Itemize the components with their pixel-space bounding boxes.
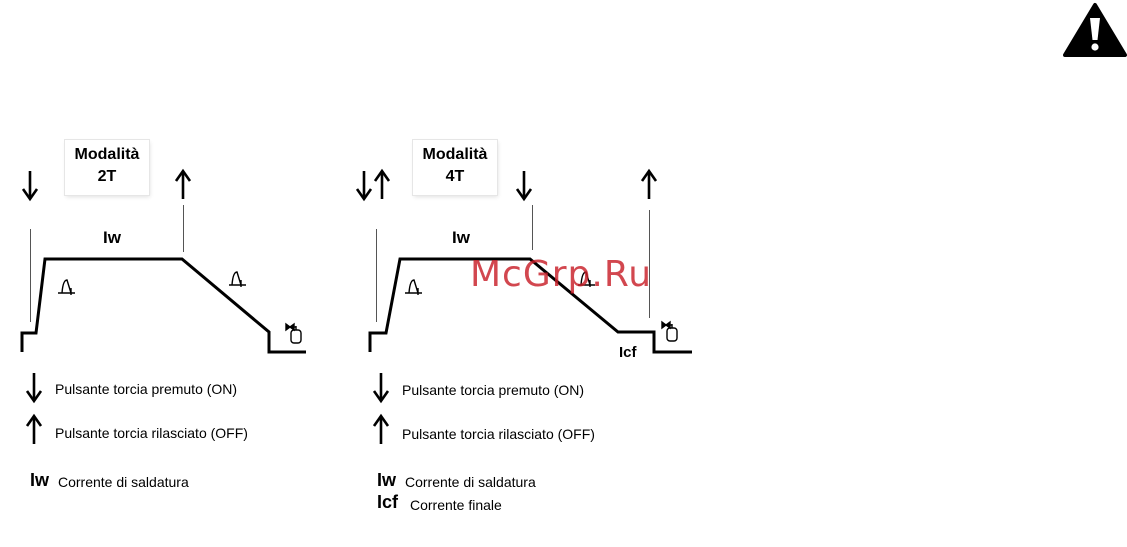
legend-released-arrow-icon: [374, 416, 388, 444]
current-profile-2t: [22, 259, 306, 352]
watermark: McGrp.Ru: [470, 254, 652, 295]
trigger-pressed-arrow-icon: [357, 171, 371, 199]
final-current-label: Icf: [619, 344, 637, 361]
legend-pressed-arrow-icon: [374, 373, 388, 401]
legend-icf-abbr: Icf: [377, 492, 398, 513]
legend-released-arrow-icon: [27, 416, 41, 444]
legend-press-text: Pulsante torcia premuto (ON): [402, 382, 584, 398]
legend-press-text: Pulsante torcia premuto (ON): [55, 381, 237, 397]
mode-2t-box: Modalità 2T: [65, 140, 149, 195]
gas-cylinder-icon: [662, 322, 677, 341]
slope-up-icon: [58, 280, 75, 295]
trigger-released-arrow-icon: [375, 171, 389, 199]
slope-up-icon: [405, 280, 422, 295]
mode-4t-box: Modalità 4T: [413, 140, 497, 195]
mode-value: 2T: [65, 166, 149, 188]
legend-release-text: Pulsante torcia rilasciato (OFF): [55, 425, 248, 441]
legend-pressed-arrow-icon: [27, 373, 41, 401]
legend-release-text: Pulsante torcia rilasciato (OFF): [402, 426, 595, 442]
gas-cylinder-icon: [286, 324, 301, 343]
mode-title: Modalità: [65, 144, 149, 166]
trigger-released-arrow-icon: [176, 171, 190, 199]
trigger-released-arrow-icon: [642, 171, 656, 199]
slope-down-icon: [229, 272, 246, 287]
trigger-pressed-arrow-icon: [23, 171, 37, 199]
legend-iw-text: Corrente di saldatura: [405, 474, 536, 490]
legend-iw-abbr: Iw: [377, 470, 396, 491]
legend-iw-text: Corrente di saldatura: [58, 474, 189, 490]
legend-icf-text: Corrente finale: [410, 497, 502, 513]
mode-value: 4T: [413, 166, 497, 188]
weld-current-label: Iw: [452, 228, 470, 248]
legend-iw-abbr: Iw: [30, 470, 49, 491]
trigger-pressed-arrow-icon: [517, 171, 531, 199]
mode-title: Modalità: [413, 144, 497, 166]
weld-current-label: Iw: [103, 228, 121, 248]
